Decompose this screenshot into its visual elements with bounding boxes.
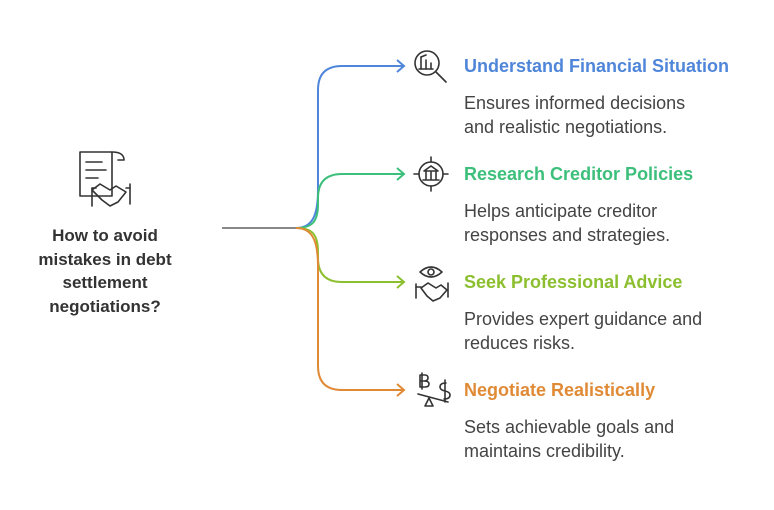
arrow-head-negotiate xyxy=(396,383,406,397)
root-question-line: mistakes in debt xyxy=(38,249,172,269)
branch-line-research xyxy=(295,173,404,229)
arrow-head-seek xyxy=(396,275,406,289)
arrow-head-understand xyxy=(396,59,406,73)
description-line: Sets achievable goals and xyxy=(464,417,675,437)
branch-title-understand: Understand Financial Situation xyxy=(464,56,730,76)
eye-handshake-icon xyxy=(415,266,449,302)
root-question-line: How to avoid xyxy=(52,226,158,245)
description-line: Provides expert guidance and xyxy=(464,309,703,329)
arrow-head-research xyxy=(396,167,406,181)
branch-title-research: Research Creditor Policies xyxy=(464,164,694,184)
financial-analysis-icon xyxy=(414,50,447,83)
description-line: Ensures informed decisions xyxy=(464,93,686,113)
description-line: Helps anticipate creditor xyxy=(464,201,658,221)
branch-title-negotiate: Negotiate Realistically xyxy=(464,380,656,400)
branch-line-understand xyxy=(295,65,404,229)
branch-description-negotiate: Sets achievable goals and maintains cred… xyxy=(464,415,764,463)
branch-line-negotiate xyxy=(295,227,404,391)
branch-description-understand: Ensures informed decisions and realistic… xyxy=(464,91,764,139)
branch-description-seek: Provides expert guidance and reduces ris… xyxy=(464,307,764,355)
description-line: maintains credibility. xyxy=(464,441,625,461)
document-handshake-icon xyxy=(79,151,131,207)
description-line: responses and strategies. xyxy=(464,225,671,245)
description-line: and realistic negotiations. xyxy=(464,117,668,137)
root-question-line: negotiations? xyxy=(49,296,161,316)
branch-description-research: Helps anticipate creditor responses and … xyxy=(464,199,764,247)
currency-seesaw-icon xyxy=(417,372,451,407)
description-line: reduces risks. xyxy=(464,333,576,353)
bank-target-icon xyxy=(413,156,449,192)
branch-title-seek: Seek Professional Advice xyxy=(464,272,683,292)
root-question-line: settlement xyxy=(62,273,148,292)
root-question: How to avoid mistakes in debt settlement… xyxy=(30,224,180,318)
